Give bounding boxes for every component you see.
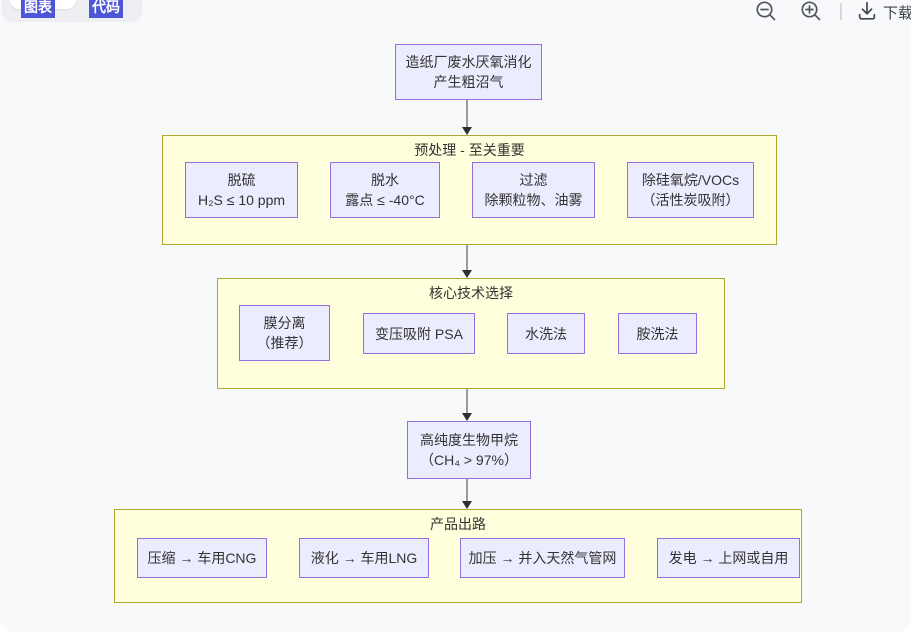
edge-core-to-biomethane (466, 387, 468, 414)
node-siloxane-removal: 除硅氧烷/VOCs （活性炭吸附） (627, 162, 754, 218)
zoom-out-button[interactable] (754, 0, 780, 24)
download-button[interactable]: 下载 (856, 0, 911, 24)
node-sublabel: 除颗粒物、油雾 (484, 192, 583, 208)
arrowhead-icon (462, 413, 472, 421)
magnifier-plus-icon (799, 0, 825, 24)
node-biomethane: 高纯度生物甲烷 （CH₄ > 97%） (407, 421, 531, 479)
node-desulfurization: 脱硫 H₂S ≤ 10 ppm (185, 162, 298, 218)
node-label: 脱水 (371, 172, 399, 188)
cluster-title: 产品出路 (430, 516, 486, 532)
tab-code[interactable]: 代码 (89, 0, 123, 18)
node-label: 压缩 → 车用CNG (147, 550, 257, 566)
arrowhead-icon (462, 501, 472, 509)
tab-chart[interactable]: 图表 (21, 0, 55, 18)
node-sublabel: （CH₄ > 97%） (420, 452, 518, 468)
node-label: 造纸厂废水厌氧消化 (405, 54, 532, 70)
node-label: 水洗法 (525, 325, 567, 342)
node-amine-scrubbing: 胺洗法 (618, 313, 697, 354)
arrowhead-icon (462, 270, 472, 278)
download-icon (856, 0, 878, 25)
edge-start-to-pretreatment (466, 98, 468, 128)
edge-biomethane-to-outlets (466, 477, 468, 502)
node-pipeline-injection: 加压 → 并入天然气管网 (460, 538, 625, 578)
arrowhead-icon (462, 127, 472, 135)
edge-pretreatment-to-core (466, 243, 468, 271)
node-label: 过滤 (519, 172, 548, 188)
node-psa: 变压吸附 PSA (363, 313, 475, 354)
node-membrane-separation: 膜分离 （推荐） (239, 305, 330, 361)
node-sublabel: （活性炭吸附） (641, 192, 740, 208)
node-water-scrubbing: 水洗法 (507, 313, 585, 354)
download-label: 下载 (883, 4, 911, 22)
node-label: 产生粗沼气 (433, 74, 504, 90)
toolbar-divider (840, 3, 842, 20)
node-sublabel: 露点 ≤ -40°C (345, 192, 425, 208)
node-label: 加压 → 并入天然气管网 (468, 550, 617, 566)
node-lng: 液化 → 车用LNG (299, 538, 429, 578)
cluster-title: 预处理 - 至关重要 (414, 142, 525, 158)
node-sublabel: H₂S ≤ 10 ppm (197, 192, 286, 208)
node-label: 除硅氧烷/VOCs (641, 172, 740, 188)
node-cng: 压缩 → 车用CNG (137, 538, 267, 578)
magnifier-minus-icon (754, 0, 780, 24)
node-label: 变压吸附 PSA (375, 325, 463, 342)
node-label: 脱硫 (227, 172, 256, 188)
node-label: 液化 → 车用LNG (310, 550, 418, 566)
node-power-generation: 发电 → 上网或自用 (657, 538, 800, 578)
node-label: 膜分离 (263, 315, 306, 331)
node-label: 胺洗法 (636, 325, 679, 342)
node-label: 高纯度生物甲烷 (420, 432, 518, 448)
node-dehydration: 脱水 露点 ≤ -40°C (330, 162, 440, 218)
cluster-title: 核心技术选择 (429, 285, 513, 301)
zoom-in-button[interactable] (799, 0, 825, 24)
node-start: 造纸厂废水厌氧消化 产生粗沼气 (395, 44, 542, 100)
node-sublabel: （推荐） (256, 335, 313, 351)
node-label: 发电 → 上网或自用 (668, 550, 789, 566)
node-filtration: 过滤 除颗粒物、油雾 (472, 162, 595, 218)
